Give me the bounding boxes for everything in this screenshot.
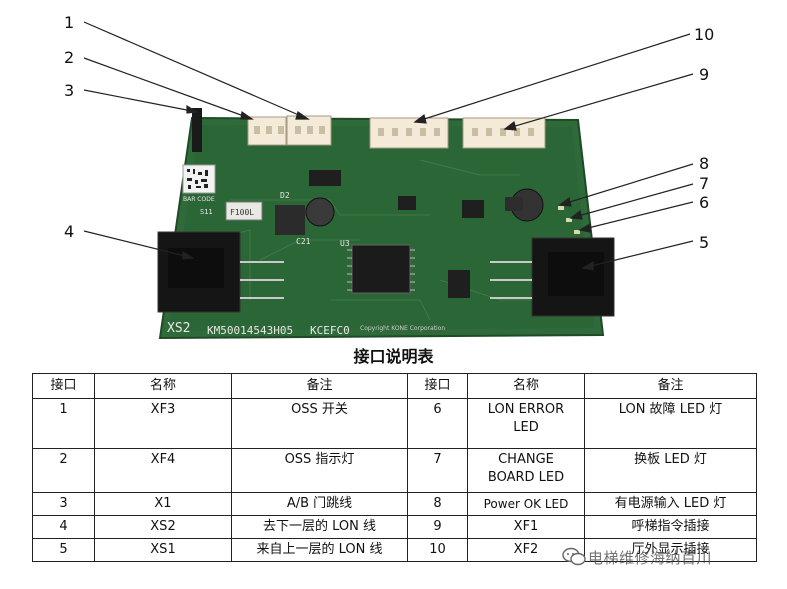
table-title: 接口说明表 [353, 347, 434, 366]
pcb-photo: F100L XS2 KM50014543H05 KCEFC0 Copyright… [64, 13, 714, 340]
chip-u3 [351, 244, 411, 294]
callout-4: 4 [64, 222, 74, 241]
table-cell: OSS 指示灯 [231, 448, 408, 493]
callout-1: 1 [64, 13, 74, 32]
table-cell: 4 [32, 515, 95, 539]
table-cell: 厅外显示插接 [584, 538, 757, 562]
watermark: 电梯维修海纳百川 [562, 541, 784, 581]
callout-7: 7 [699, 174, 709, 193]
jumper-x1 [192, 108, 202, 152]
table-cell: Power OK LED [467, 492, 585, 516]
table-cell: XF4 [94, 448, 232, 493]
silk-part: KM50014543H05 [207, 324, 293, 337]
callout-3: 3 [64, 81, 74, 100]
silk-code: KCEFC0 [310, 324, 350, 337]
table-cell: 来自上一层的 LON 线 [231, 538, 408, 562]
callout-9: 9 [699, 65, 709, 84]
table-cell: X1 [94, 492, 232, 516]
table-header-row: 接口 名称 备注 接口 名称 备注 [32, 373, 757, 399]
silk-xs2: XS2 [167, 321, 190, 336]
callout-8: 8 [699, 154, 709, 173]
header-cell: 名称 [467, 373, 585, 399]
led-power-ok [558, 206, 564, 210]
fuse-label: F100L [230, 208, 254, 217]
capacitor-c21 [275, 205, 305, 235]
silk-barcode: BAR CODE [183, 196, 215, 203]
table-row: 2 XF4 OSS 指示灯 7 CHANGE BOARD LED 换板 LED … [32, 448, 757, 493]
silk-c21: C21 [296, 237, 311, 246]
table-cell: 3 [32, 492, 95, 516]
table-cell: 9 [407, 515, 468, 539]
header-cell: 名称 [94, 373, 232, 399]
table-row: 3 X1 A/B 门跳线 8 Power OK LED 有电源输入 LED 灯 [32, 492, 757, 516]
led-lon-error [574, 230, 580, 234]
table-cell: XF1 [467, 515, 585, 539]
callout-6: 6 [699, 193, 709, 212]
led-change-board [566, 218, 572, 222]
table-cell: 换板 LED 灯 [584, 448, 757, 493]
callout-2: 2 [64, 48, 74, 67]
callout-10: 10 [694, 25, 714, 44]
table-cell: OSS 开关 [231, 398, 408, 449]
table-cell: XS1 [94, 538, 232, 562]
table-cell: 呼梯指令插接 [584, 515, 757, 539]
chat-bubble-icon [562, 547, 586, 566]
table-cell: 有电源输入 LED 灯 [584, 492, 757, 516]
table-row: 4 XS2 去下一层的 LON 线 9 XF1 呼梯指令插接 [32, 515, 757, 539]
fuse-f100 [225, 201, 263, 221]
header-cell: 备注 [584, 373, 757, 399]
silk-d2: D2 [280, 191, 290, 200]
table-row: 1 XF3 OSS 开关 6 LON ERROR LED LON 故障 LED … [32, 398, 757, 449]
callout-5: 5 [699, 233, 709, 252]
table-cell: 去下一层的 LON 线 [231, 515, 408, 539]
silk-u3: U3 [340, 239, 350, 248]
table-cell: CHANGE BOARD LED [467, 448, 585, 493]
table-cell: XF3 [94, 398, 232, 449]
table-cell: 10 [407, 538, 468, 562]
silk-copyright: Copyright KONE Corporation [360, 325, 445, 332]
interface-table: 接口 名称 备注 接口 名称 备注 1 XF3 OSS 开关 6 LON ERR… [32, 373, 757, 562]
header-cell: 接口 [407, 373, 468, 399]
table-cell: LON ERROR LED [467, 398, 585, 449]
table-cell: 2 [32, 448, 95, 493]
table-cell: A/B 门跳线 [231, 492, 408, 516]
table-row: 5 XS1 来自上一层的 LON 线 10 XF2 厅外显示插接 [32, 538, 757, 562]
table-cell: XS2 [94, 515, 232, 539]
table-cell: XF2 [467, 538, 585, 562]
silk-s11: S11 [200, 208, 213, 216]
table-cell: 8 [407, 492, 468, 516]
watermark-text: 电梯维修海纳百川 [588, 549, 713, 567]
table-cell: 6 [407, 398, 468, 449]
header-cell: 接口 [32, 373, 95, 399]
table-cell: 7 [407, 448, 468, 493]
header-cell: 备注 [231, 373, 408, 399]
table-cell: 1 [32, 398, 95, 449]
table-cell: LON 故障 LED 灯 [584, 398, 757, 449]
table-cell: 5 [32, 538, 95, 562]
